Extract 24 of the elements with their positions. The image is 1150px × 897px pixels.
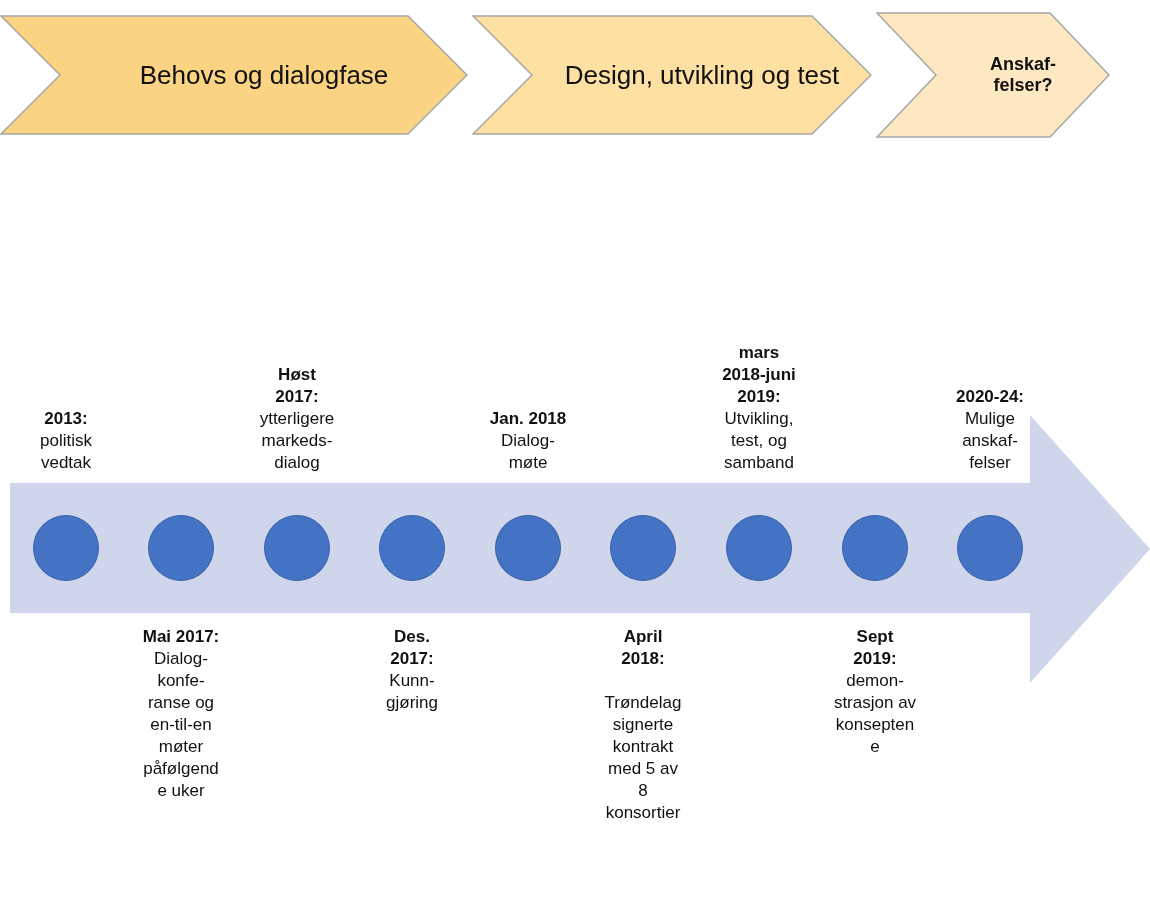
milestone-date: Jan. 2018: [488, 408, 568, 430]
milestone-description: Dialog-møte: [500, 430, 556, 474]
phase-label: Design, utvikling og test: [563, 59, 841, 91]
milestone-date: Høst 2017:: [274, 364, 320, 408]
milestone-date: mars 2018-juni 2019:: [721, 342, 797, 408]
phase-label: Behovs og dialogfase: [138, 59, 390, 91]
phase-banner: [472, 15, 872, 135]
milestone-description: Trøndelag signerte kontrakt med 5 av 8 konsortier: [603, 692, 683, 824]
milestone-date: 2020-24:: [954, 386, 1026, 408]
milestone-date: Mai 2017:: [141, 626, 221, 648]
milestone-description: politisk vedtak: [39, 430, 93, 474]
milestone-date: Sept 2019:: [852, 626, 898, 670]
milestone-description: Kunn-gjøring: [385, 670, 439, 714]
milestone-date: Des. 2017:: [389, 626, 435, 670]
milestone-date: 2013:: [43, 408, 89, 430]
phase-label: Anskaf-felser?: [989, 54, 1057, 96]
milestone-description: Mulige anskaf-felser: [961, 408, 1019, 474]
milestone-description: ytterligere markeds-dialog: [258, 408, 336, 474]
milestone-description: Utvikling, test, og samband: [723, 408, 795, 474]
phase-banner: [876, 12, 1110, 138]
phase-banner: [0, 15, 468, 135]
milestone-date: April 2018:: [620, 626, 666, 670]
milestone-description: Dialog-konfe-ranse og en-til-en møter påfølgende uker: [142, 648, 220, 802]
milestone-description: demon-strasjon av konseptene: [833, 670, 917, 758]
